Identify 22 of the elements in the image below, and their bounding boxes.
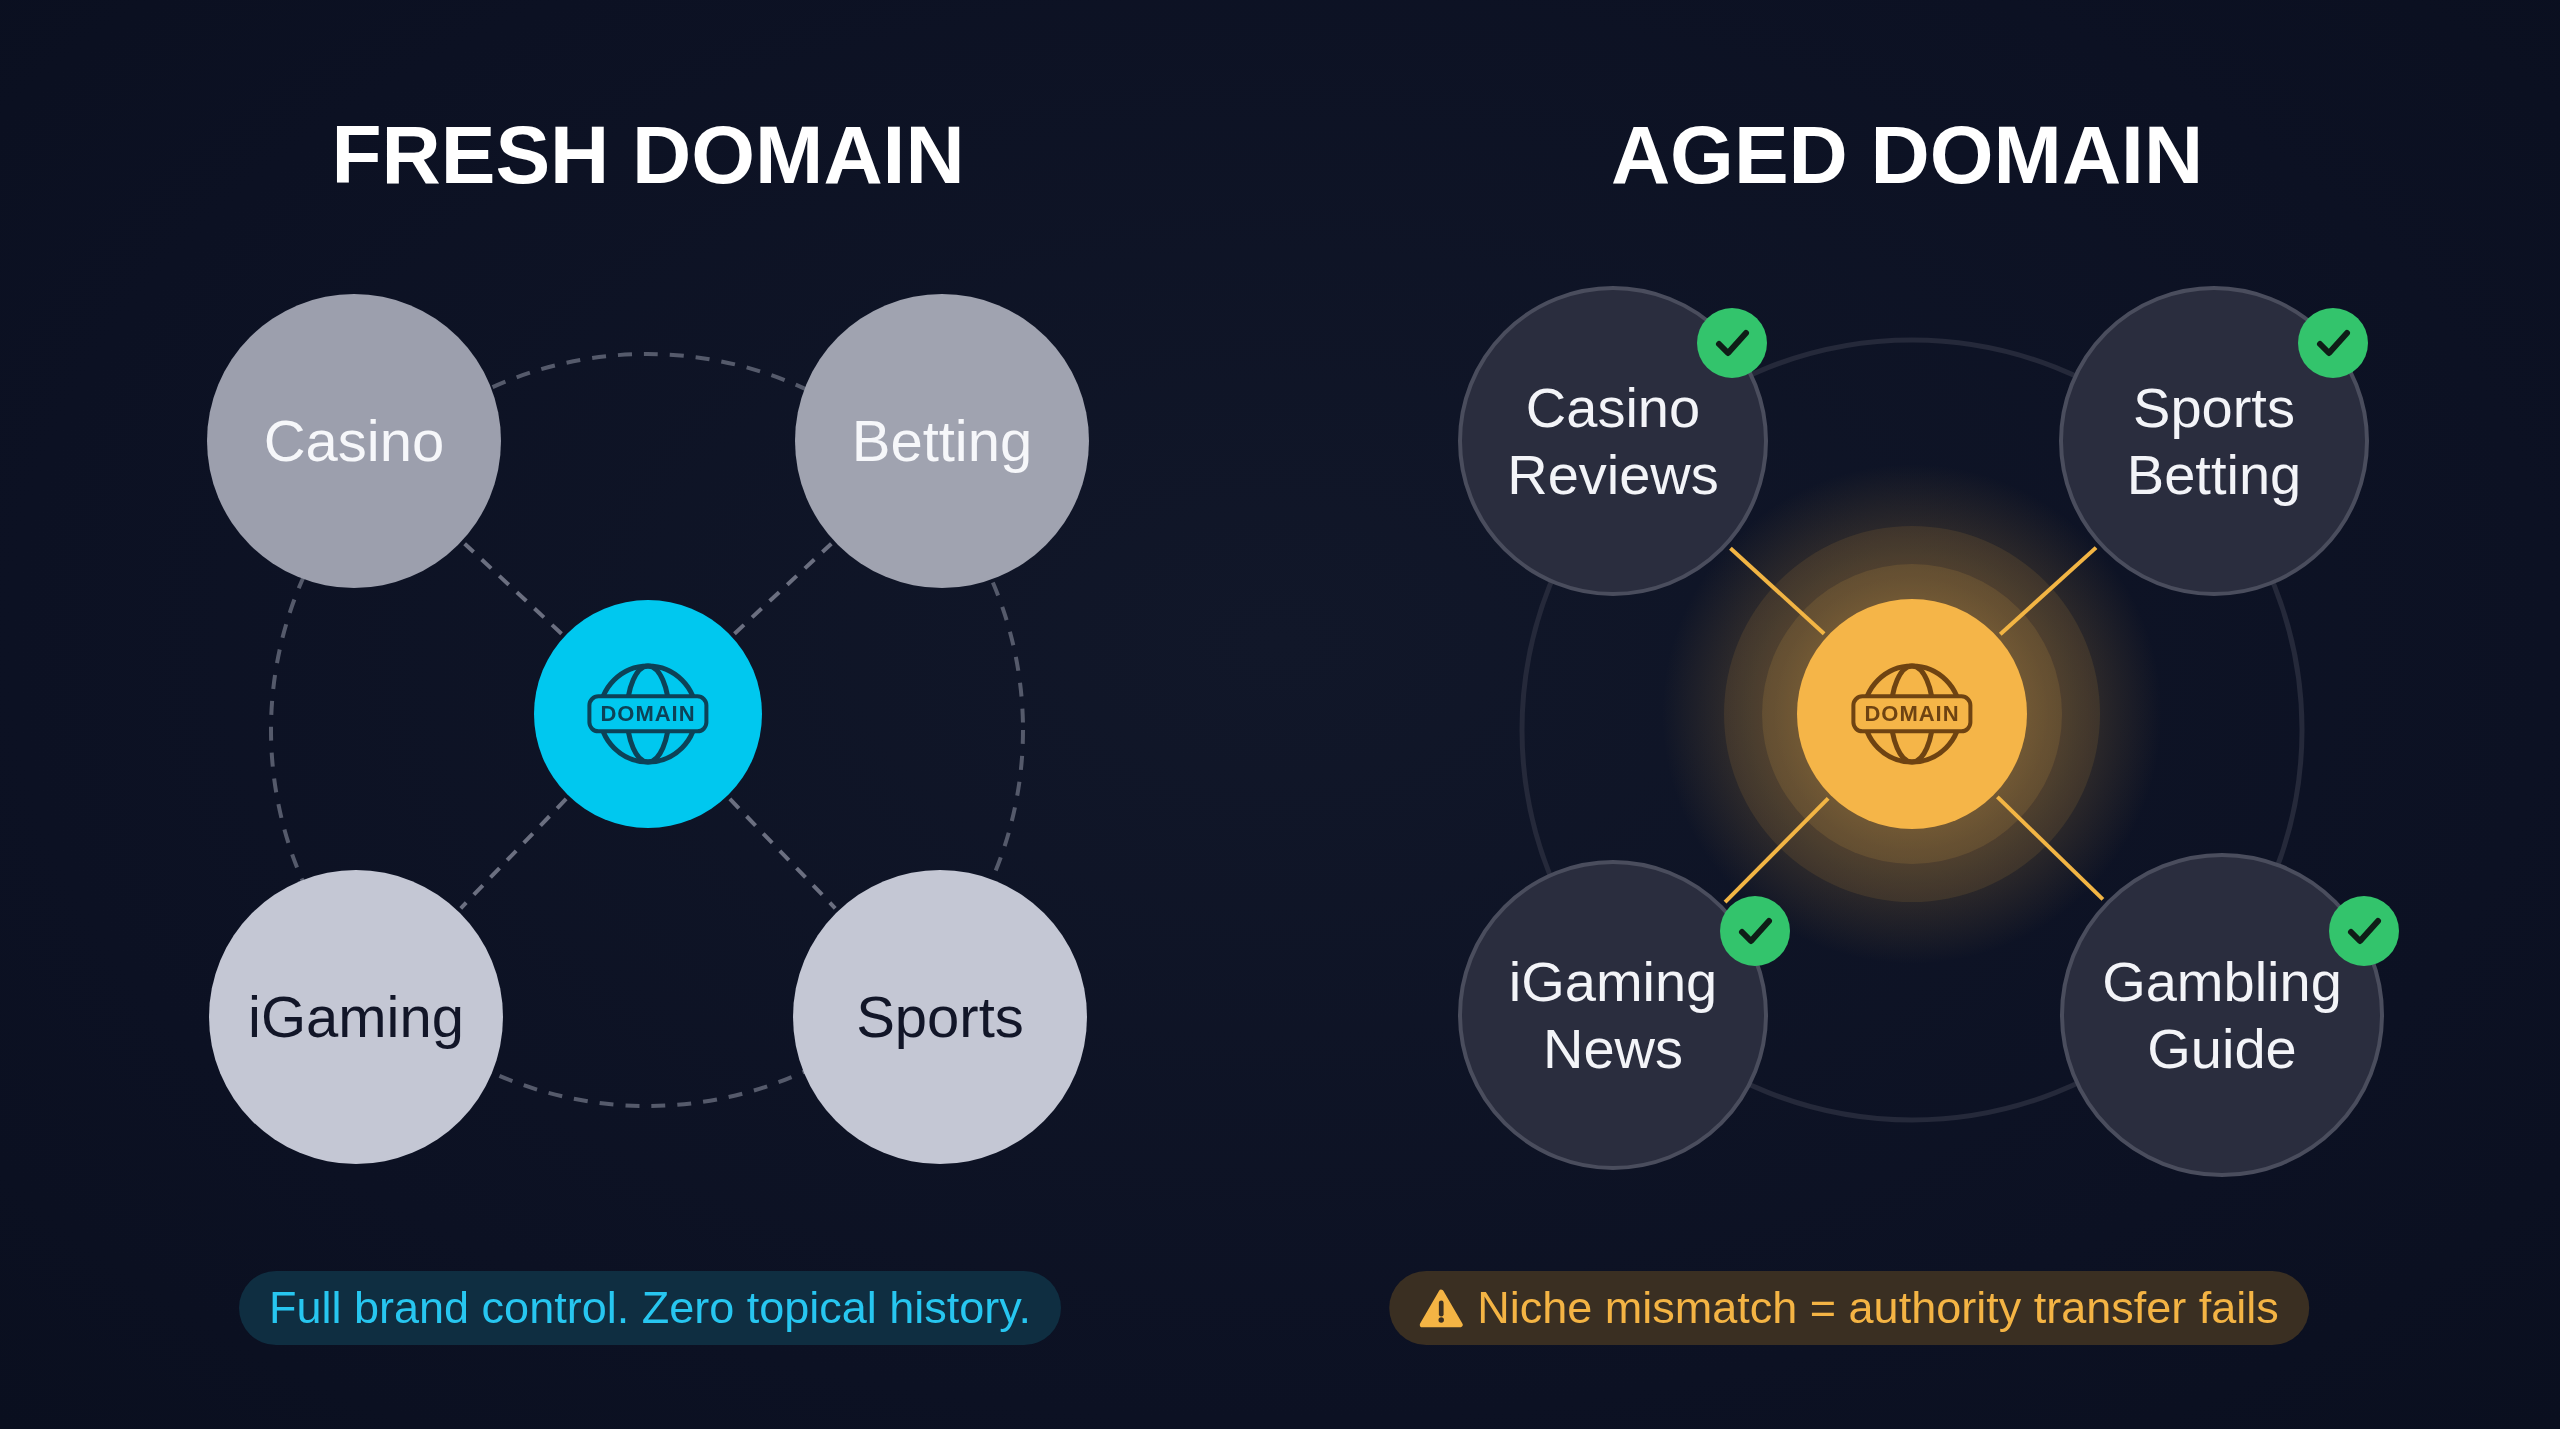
note-text: Niche mismatch = authority transfer fails (1477, 1282, 2279, 1334)
connector-line (728, 797, 837, 910)
domain-label: DOMAIN (587, 694, 709, 734)
connector-line (1998, 546, 2098, 636)
connector-line (1996, 795, 2105, 901)
node-label: iGaming News (1507, 948, 1719, 1082)
node-label: Sports (856, 983, 1024, 1052)
node-label: Casino (263, 407, 445, 476)
panel-title: FRESH DOMAIN (331, 109, 965, 201)
connector-line (463, 542, 563, 636)
node-label: Casino Reviews (1506, 374, 1720, 508)
connector-line (1723, 797, 1830, 904)
node-label: Sports Betting (2125, 374, 2303, 508)
domain-label: DOMAIN (1851, 694, 1973, 734)
connector-line (733, 542, 833, 636)
node-label: Gambling Guide (2101, 948, 2343, 1082)
node-label: iGaming (248, 983, 464, 1052)
panel-title: AGED DOMAIN (1610, 109, 2204, 201)
connector-line (459, 797, 568, 910)
note-text: Full brand control. Zero topical history. (269, 1282, 1031, 1334)
connector-line (1729, 546, 1826, 636)
node-label: Betting (851, 407, 1033, 476)
